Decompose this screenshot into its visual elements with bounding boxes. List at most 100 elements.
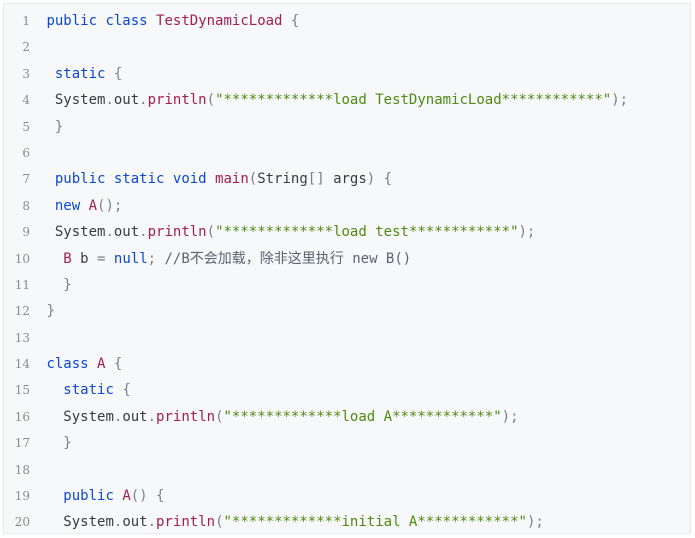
code-token: { xyxy=(122,382,131,399)
code-token: . xyxy=(113,408,123,425)
indent xyxy=(38,198,55,214)
line-number: 14 xyxy=(14,357,30,372)
code-token: new xyxy=(54,197,81,214)
line-number: 10 xyxy=(14,251,30,266)
code-text: public A() { xyxy=(38,483,164,509)
code-token: public xyxy=(46,13,98,29)
code-line: 2 xyxy=(4,34,690,60)
code-token: out xyxy=(113,224,140,241)
code-text: System.out.println("*************load A*… xyxy=(38,404,518,430)
indent xyxy=(38,251,63,267)
code-text: public class TestDynamicLoad { xyxy=(38,8,299,34)
code-line: 14 class A { xyxy=(4,351,690,377)
code-token xyxy=(105,356,113,372)
code-token: println xyxy=(147,224,207,241)
code-token: //B不会加载，除非这里执行 new B() xyxy=(164,250,412,267)
code-token xyxy=(207,171,215,187)
code-token: ) xyxy=(366,171,376,188)
indent xyxy=(38,382,63,398)
indent xyxy=(38,119,55,135)
line-number: 18 xyxy=(14,462,30,477)
code-line: 19 public A() { xyxy=(4,483,690,509)
code-token: System xyxy=(54,224,106,241)
line-number: 12 xyxy=(14,304,30,319)
code-token: . xyxy=(139,224,148,241)
line-number: 5 xyxy=(22,119,30,134)
indent xyxy=(38,409,63,425)
code-token: b xyxy=(71,250,98,267)
code-line: 5 } xyxy=(4,114,690,140)
code-token: public xyxy=(54,171,106,188)
code-token: static xyxy=(113,171,165,188)
code-token: { xyxy=(383,171,393,188)
code-token: static xyxy=(54,65,106,82)
code-token: . xyxy=(147,514,157,531)
code-line: 15 static { xyxy=(4,377,690,403)
code-line: 20 System.out.println("*************init… xyxy=(4,509,690,533)
line-number: 17 xyxy=(14,436,30,451)
code-token: ( xyxy=(215,514,224,531)
code-token: println xyxy=(156,514,216,531)
indent xyxy=(38,171,55,187)
code-token: = xyxy=(97,250,106,267)
code-token: static xyxy=(63,382,114,399)
indent xyxy=(38,92,55,108)
line-number: 8 xyxy=(22,198,30,213)
code-line: 18 xyxy=(4,457,690,483)
code-text: System.out.println("*************load te… xyxy=(38,219,536,245)
line-number: 9 xyxy=(22,225,30,240)
code-text: public static void main(String[] args) { xyxy=(38,166,392,192)
line-number: 1 xyxy=(22,14,30,28)
code-token: out xyxy=(122,514,148,531)
code-token: String xyxy=(257,171,308,188)
code-line: 17 } xyxy=(4,430,690,456)
code-token: println xyxy=(147,92,207,109)
code-token: { xyxy=(290,13,300,29)
code-token: TestDynamicLoad xyxy=(156,13,283,29)
code-token: . xyxy=(105,224,114,241)
code-token xyxy=(105,251,113,267)
code-token xyxy=(156,251,164,267)
code-token: . xyxy=(105,92,114,109)
code-token: "*************initial A************" xyxy=(223,514,527,531)
code-token: } xyxy=(63,435,72,452)
code-line: 12 } xyxy=(4,298,690,324)
code-token xyxy=(80,198,88,214)
code-token: "*************load A************" xyxy=(223,408,502,425)
code-token: { xyxy=(113,356,123,373)
code-line: 13 xyxy=(4,325,690,351)
code-text: } xyxy=(38,298,55,324)
code-token xyxy=(148,488,156,504)
code-token: } xyxy=(54,118,64,135)
code-token: } xyxy=(63,276,72,293)
code-token: ); xyxy=(518,224,536,241)
code-token: "*************load test************" xyxy=(215,224,519,241)
code-token: A xyxy=(97,356,106,373)
code-token: System xyxy=(63,514,114,531)
code-block: 1 public class TestDynamicLoad { 2 3 stati… xyxy=(3,3,691,534)
indent xyxy=(38,224,55,240)
code-token xyxy=(89,356,97,372)
line-number: 7 xyxy=(22,172,30,187)
code-line: 10 B b = null; //B不会加载，除非这里执行 new B() xyxy=(4,246,690,272)
code-token: "*************load TestDynamicLoad******… xyxy=(215,92,612,109)
code-text: } xyxy=(38,272,72,298)
code-text: System.out.println("*************load Te… xyxy=(38,87,628,113)
code-text: B b = null; //B不会加载，除非这里执行 new B() xyxy=(38,246,411,272)
code-token: A xyxy=(88,197,98,214)
code-line: 7 public static void main(String[] args)… xyxy=(4,166,690,192)
code-line: 3 static { xyxy=(4,61,690,87)
code-token: { xyxy=(156,488,165,505)
line-number: 13 xyxy=(14,330,30,345)
line-number: 16 xyxy=(14,409,30,424)
code-token: println xyxy=(156,408,216,425)
line-number: 2 xyxy=(22,40,30,55)
code-token: } xyxy=(46,303,55,320)
code-token: . xyxy=(139,92,148,109)
code-token: [] xyxy=(307,171,325,188)
code-token: () xyxy=(130,488,148,505)
code-token: . xyxy=(113,514,123,531)
code-text: new A(); xyxy=(38,193,122,219)
code-token: null xyxy=(113,250,148,267)
code-token: ); xyxy=(526,514,544,531)
